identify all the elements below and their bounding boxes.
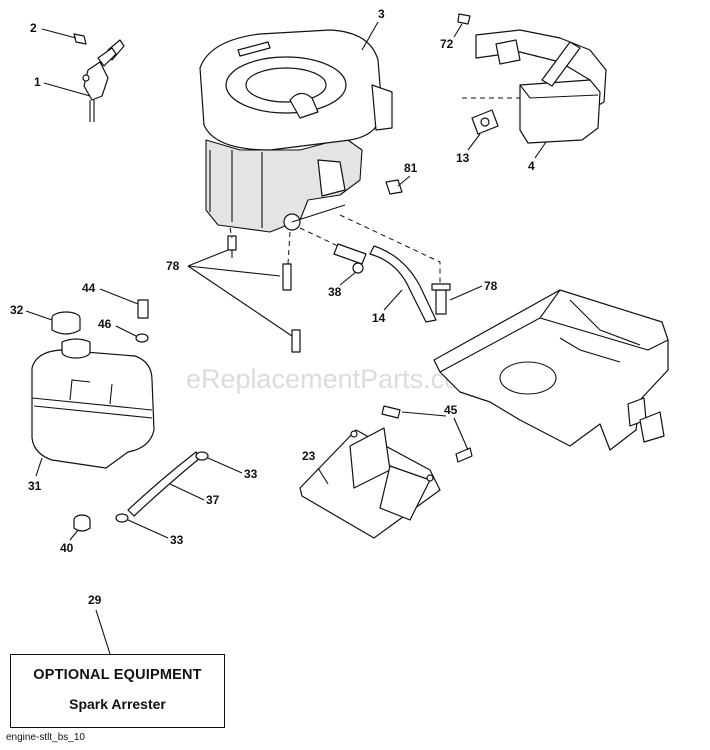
- drain-valve-part-38[interactable]: [333, 243, 367, 274]
- callout-31: 31: [28, 479, 42, 493]
- screw-part-72[interactable]: [457, 13, 471, 25]
- bolt-part-78b[interactable]: [282, 263, 292, 291]
- callout-78-right: 78: [484, 279, 498, 293]
- screw-part-2[interactable]: [73, 33, 87, 45]
- bolt-part-78a[interactable]: [227, 235, 237, 258]
- callout-14: 14: [372, 311, 386, 325]
- callout-72: 72: [440, 37, 454, 51]
- clamp-part-33-bottom[interactable]: [115, 513, 129, 523]
- nut-part-81[interactable]: [385, 179, 403, 195]
- bolt-part-78d[interactable]: [431, 283, 451, 315]
- callout-29: 29: [88, 593, 102, 607]
- callout-37: 37: [206, 493, 220, 507]
- washer-part-46[interactable]: [135, 333, 149, 343]
- callout-45: 45: [444, 403, 458, 417]
- heat-shield-part-23[interactable]: [299, 427, 441, 539]
- callout-40: 40: [60, 541, 74, 555]
- callout-23: 23: [302, 449, 316, 463]
- bolt-part-45-bottom[interactable]: [455, 447, 473, 463]
- callout-3: 3: [378, 7, 385, 21]
- callout-81: 81: [404, 161, 418, 175]
- optional-equipment-box: OPTIONAL EQUIPMENT Spark Arrester: [10, 654, 225, 728]
- hose-part-14[interactable]: [369, 245, 437, 323]
- callout-1: 1: [34, 75, 41, 89]
- optional-equipment-title: OPTIONAL EQUIPMENT: [33, 667, 202, 683]
- spark-arrester-label: Spark Arrester: [69, 696, 166, 712]
- bolt-part-78c[interactable]: [291, 329, 301, 353]
- callout-32: 32: [10, 303, 24, 317]
- screw-part-44[interactable]: [137, 299, 149, 319]
- frame-part[interactable]: [433, 289, 669, 451]
- cap-part-40[interactable]: [73, 514, 91, 532]
- muffler-part[interactable]: [475, 29, 607, 144]
- gasket-part-13[interactable]: [471, 109, 499, 135]
- bolt-part-45-top[interactable]: [381, 405, 401, 419]
- fuel-cap-part-32[interactable]: [51, 311, 81, 335]
- fuel-line-part-37[interactable]: [127, 451, 201, 517]
- diagram-code: engine-stlt_bs_10: [6, 732, 85, 743]
- callout-2: 2: [30, 21, 37, 35]
- callout-33-bottom: 33: [170, 533, 184, 547]
- engine-part[interactable]: [199, 29, 393, 233]
- callout-78-left: 78: [166, 259, 180, 273]
- callout-46: 46: [98, 317, 112, 331]
- callout-38: 38: [328, 285, 342, 299]
- callout-4: 4: [528, 159, 535, 173]
- clamp-part-33-top[interactable]: [195, 451, 209, 461]
- callout-44: 44: [82, 281, 96, 295]
- callout-13: 13: [456, 151, 470, 165]
- throttle-control-part[interactable]: [82, 39, 125, 122]
- callout-33-top: 33: [244, 467, 258, 481]
- fuel-tank-part-31[interactable]: [31, 338, 155, 469]
- watermark: eReplacementParts.com: [186, 364, 482, 394]
